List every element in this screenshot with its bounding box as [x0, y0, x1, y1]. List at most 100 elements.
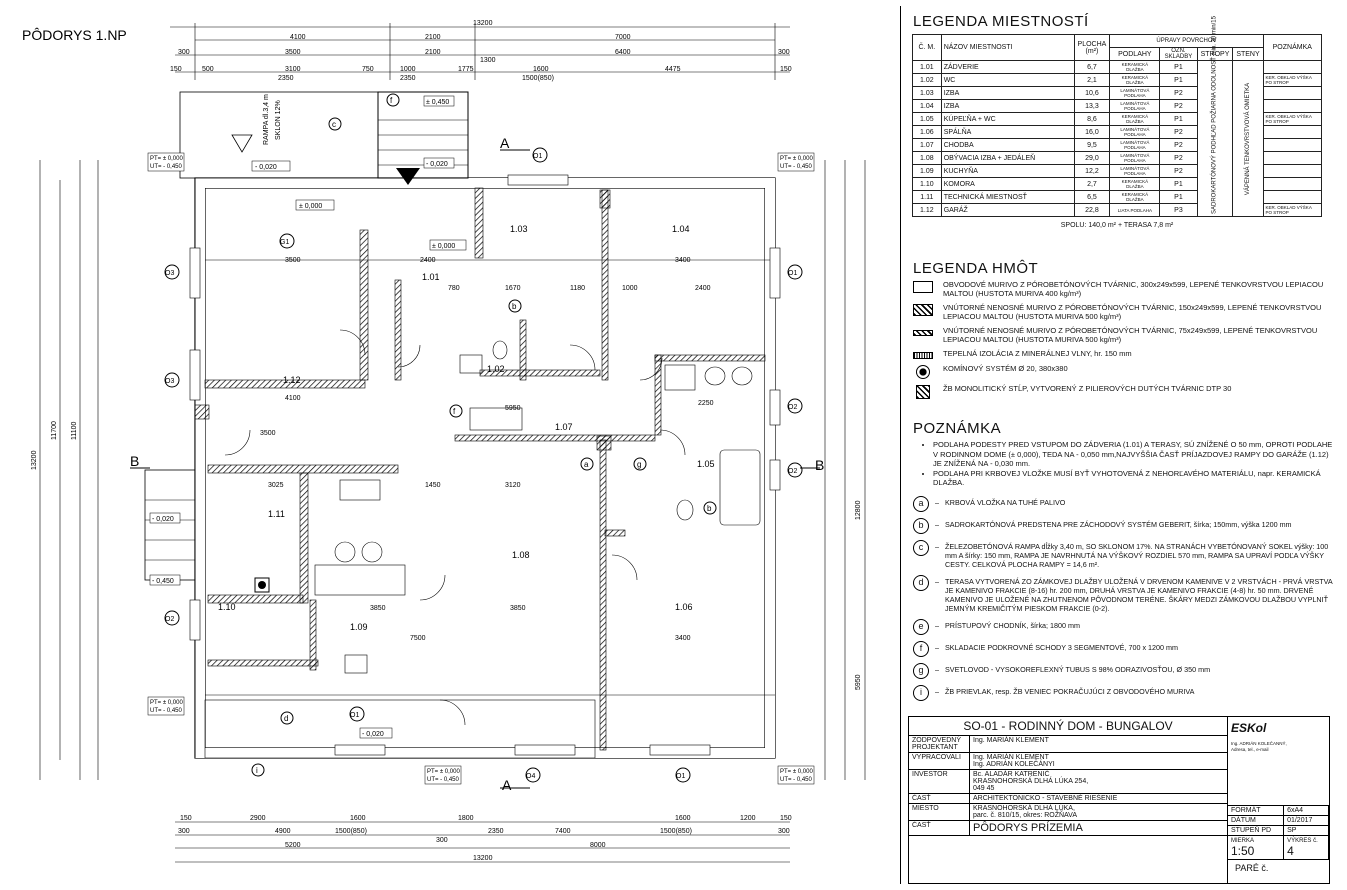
svg-text:g: g [637, 460, 641, 469]
inner-dims: 2400 780 1670 1180 1000 2400 3400 3500 4… [260, 257, 714, 642]
room-108: 1.08 [512, 550, 530, 560]
ramp-arrow-icon [231, 134, 253, 153]
svg-text:2400: 2400 [695, 285, 711, 292]
dim-label: 2350 [278, 75, 294, 82]
notes-title: POZNÁMKA [913, 420, 1002, 437]
room-labels: 1.01 1.02 1.03 1.04 1.05 1.06 1.07 1.08 … [218, 224, 715, 632]
company-logo: ESKol [1231, 721, 1267, 735]
svg-text:B: B [815, 457, 824, 473]
svg-text:1450: 1450 [425, 482, 441, 489]
svg-text:O1: O1 [350, 712, 359, 719]
svg-text:d: d [284, 714, 288, 723]
dim-label: 150 [780, 815, 792, 822]
svg-text:O2: O2 [788, 468, 797, 475]
callout-circle-icon: c [913, 539, 929, 556]
mass-legend-title: LEGENDA HMÔT [913, 260, 1039, 277]
room-107: 1.07 [555, 422, 573, 432]
dim-label: 4475 [665, 66, 681, 73]
svg-text:O3: O3 [165, 378, 174, 385]
room-104: 1.04 [672, 224, 690, 234]
svg-text:b: b [707, 504, 712, 513]
dim-label: 1500(850) [522, 75, 554, 82]
note-bullet: PODLAHA PRI KRBOVEJ VLOŽKE MUSÍ BYŤ VYHO… [933, 469, 1338, 488]
dim-label: 3500 [285, 49, 301, 56]
dimension-lines-top [170, 23, 790, 80]
svg-text:UT= - 0,450: UT= - 0,450 [427, 777, 460, 783]
dim-label: 1500(850) [660, 828, 692, 835]
dim-total-right: 12800 [855, 500, 862, 520]
level-entry: ± 0,000 [299, 203, 322, 210]
svg-text:PT= ± 0,000: PT= ± 0,000 [150, 156, 183, 162]
dim-label: 300 [778, 49, 790, 56]
hatch-swatch-icon [913, 304, 933, 316]
room-103: 1.03 [510, 224, 528, 234]
dim-label: 11100 [71, 421, 78, 440]
dim-label: 150 [180, 815, 192, 822]
svg-text:3120: 3120 [505, 482, 521, 489]
dimension-lines-left [39, 160, 99, 780]
dim-label: 1600 [350, 815, 366, 822]
note-callout: c–ŽELEZOBETÓNOVÁ RAMPA dĺžky 3,40 m, SO … [913, 539, 1338, 569]
columns [194, 189, 612, 451]
svg-text:PT= ± 0,000: PT= ± 0,000 [780, 769, 813, 775]
dim-label: 11700 [51, 421, 58, 440]
level-e-top: - 0,020 [426, 161, 448, 168]
windows [189, 174, 781, 756]
svg-text:O3: O3 [165, 270, 174, 277]
level-marks: - 0,020 ± 0,000 ± 0,450 - 0,020 ± 0,000 … [149, 95, 467, 739]
note-callout: i–ŽB PRIEVLAK, resp. ŽB VENIEC POKRAČUJÚ… [913, 684, 1338, 701]
dim-label: 1300 [480, 57, 496, 64]
section-letters: A A B B [130, 135, 824, 793]
svg-text:UT= - 0,450: UT= - 0,450 [780, 777, 813, 783]
mass-legend-item: TEPELNÁ IZOLÁCIA Z MINERÁLNEJ VLNY, hr. … [913, 349, 1338, 359]
dim-label: 5950 [855, 674, 862, 690]
room-legend-table: Č. M. NÁZOV MIESTNOSTI PLOCHA(m²) ÚPRAVY… [912, 15, 1323, 231]
svg-text:PT= ± 0,000: PT= ± 0,000 [150, 700, 183, 706]
outline-swatch-icon [913, 281, 933, 293]
room-111: 1.11 [268, 509, 285, 519]
dim-label: 2100 [425, 34, 441, 41]
ceiling-text: SADROKARTÓNOVÝ PODHĽAD POŽIARNA ODOLNOSŤ… [1211, 15, 1218, 214]
dim-label: 1200 [740, 815, 756, 822]
dim-label: 150 [780, 66, 792, 73]
dim-label: 300 [778, 828, 790, 835]
plan-callouts: c f b b a g f d i [251, 93, 717, 777]
mass-legend-item: VNÚTORNÉ NENOSNÉ MURIVO Z PÓROBETÓNOVÝCH… [913, 303, 1338, 321]
dim-label: 3100 [285, 66, 301, 73]
col-finishes: ÚPRAVY POVRCHOV [1109, 34, 1264, 48]
col-name: NÁZOV MIESTNOSTI [940, 34, 1075, 61]
svg-text:G1: G1 [280, 239, 289, 246]
company-info: Ing. ADRIÁN KOLEČANNÝ, Adresa, tel., e-m… [1231, 741, 1287, 752]
ramp-label: RAMPA dl.3,4 m [263, 94, 270, 145]
svg-text:B: B [130, 453, 139, 469]
svg-text:3400: 3400 [675, 257, 691, 264]
note-bullet: PODLAHA PODESTY PRED VSTUPOM DO ZÁDVERIA… [933, 440, 1338, 469]
insul-swatch-icon [913, 352, 933, 359]
dim-label: 2350 [400, 75, 416, 82]
window-labels: O1 O1 O2 O2 O3 O3 O2 O1 O1 O4 G1 [164, 147, 803, 783]
mass-legend-item: OBVODOVÉ MURIVO Z PÓROBETÓNOVÝCH TVÁRNIC… [913, 280, 1338, 298]
svg-text:3850: 3850 [370, 605, 386, 612]
level-stair: ± 0,450 [426, 99, 449, 106]
svg-text:O1: O1 [676, 773, 685, 780]
ramp-area [179, 91, 379, 179]
entry-arrow-icon [396, 168, 420, 185]
dim-label: 6400 [615, 49, 631, 56]
note-callout: g–SVETLOVOD - VYSOKOREFLEXNÝ TUBUS S 98%… [913, 662, 1338, 679]
room-102: 1.02 [487, 364, 505, 374]
sheet-divider [900, 6, 901, 884]
svg-text:3500: 3500 [285, 257, 301, 264]
dim-total-bottom: 13200 [473, 855, 493, 862]
svg-text:PT= ± 0,000: PT= ± 0,000 [427, 769, 460, 775]
svg-text:i: i [256, 766, 258, 775]
note-callout: f–SKLADACIE PODKROVNÉ SCHODY 3 SEGMENTOV… [913, 640, 1338, 657]
note-callout: a–KRBOVÁ VLOŽKA NA TUHÉ PALIVO [913, 495, 1338, 512]
room-109: 1.09 [350, 622, 368, 632]
dim-label: 1800 [458, 815, 474, 822]
